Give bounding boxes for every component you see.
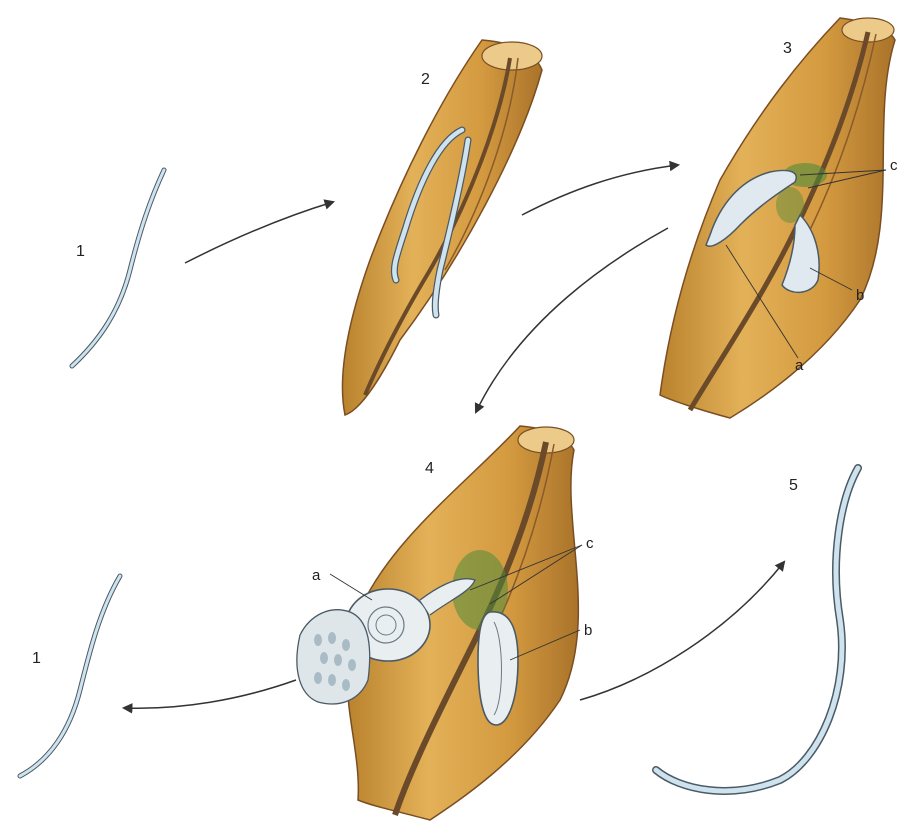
label-s3-a: a [795,357,804,374]
stage-label-1-top: 1 [76,243,85,260]
adult-male-nematode [656,468,858,791]
root-gall-stage-3 [660,18,895,418]
label-s4-a: a [312,567,321,584]
curved-arrow-icon [580,562,784,700]
label-s3-c: c [890,157,898,174]
stage-label-1-bottom: 1 [32,650,41,667]
label-s4-c: c [586,535,594,552]
curved-arrow-icon [185,202,333,263]
stage-label-4: 4 [425,460,434,477]
label-s3-b: b [856,287,864,304]
stage-label-5: 5 [789,477,798,494]
curved-arrow-icon [124,680,296,708]
stage-label-2: 2 [421,71,430,88]
curved-arrow-icon [522,165,678,215]
curved-arrow-icon [476,228,668,412]
root-gall-stage-4 [297,426,578,820]
label-s4-b: b [584,622,592,639]
stage-label-3: 3 [783,40,792,57]
root-tip-stage-2 [342,40,542,415]
